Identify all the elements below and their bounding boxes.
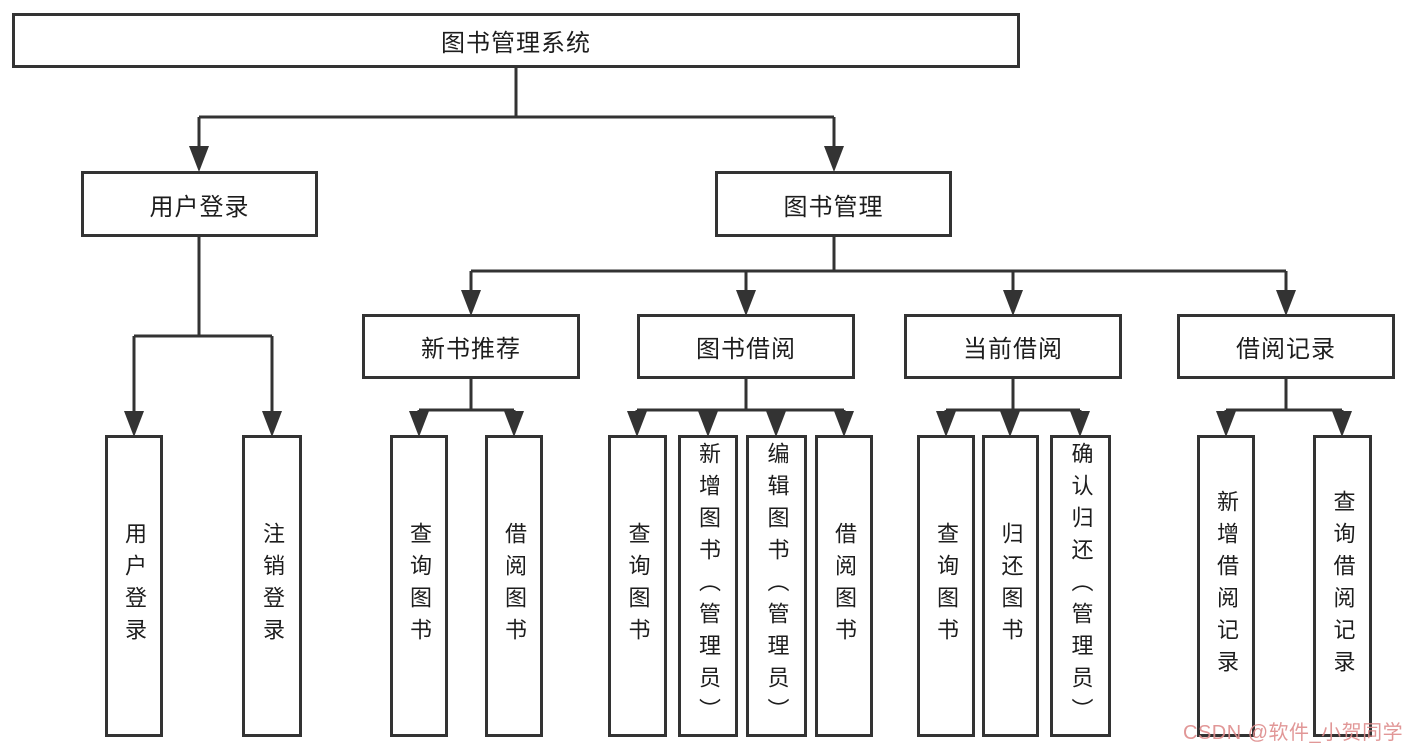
node-label: 查询借阅记录 bbox=[1330, 490, 1356, 682]
arrowhead-down-icon bbox=[262, 411, 282, 437]
node-label: 新书推荐 bbox=[421, 336, 521, 363]
node-library-management-system: 图书管理系统 bbox=[12, 13, 1020, 68]
arrowhead-down-icon bbox=[736, 290, 756, 316]
connector-book-management-children bbox=[469, 237, 1288, 293]
leaf-query-books-borrowing: 查询图书 bbox=[608, 435, 667, 737]
arrowhead-down-icon bbox=[1070, 411, 1090, 437]
node-current-borrowing: 当前借阅 bbox=[904, 314, 1122, 379]
leaf-query-books-current: 查询图书 bbox=[917, 435, 975, 737]
connector-borrowing-records-children bbox=[1224, 379, 1344, 414]
arrowhead-down-icon bbox=[1332, 411, 1352, 437]
arrowhead-down-icon bbox=[409, 411, 429, 437]
leaf-query-books-recommend: 查询图书 bbox=[390, 435, 448, 737]
connector-user-login-children bbox=[132, 237, 274, 414]
arrowhead-down-icon bbox=[824, 146, 844, 172]
connector-book-borrowing-children bbox=[635, 379, 846, 414]
arrowhead-down-icon bbox=[1000, 411, 1020, 437]
arrowhead-down-icon bbox=[766, 411, 786, 437]
arrowhead-down-icon bbox=[627, 411, 647, 437]
node-label: 归还图书 bbox=[998, 522, 1024, 650]
arrowhead-down-icon bbox=[461, 290, 481, 316]
leaf-add-book-admin: 新增图书（管理员） bbox=[678, 435, 738, 737]
node-label: 查询图书 bbox=[625, 522, 651, 650]
node-user-login: 用户登录 bbox=[81, 171, 318, 237]
leaf-return-book: 归还图书 bbox=[982, 435, 1039, 737]
node-label: 借阅图书 bbox=[502, 522, 527, 650]
leaf-borrow-books: 借阅图书 bbox=[815, 435, 873, 737]
node-label: 借阅图书 bbox=[832, 522, 857, 650]
node-book-management: 图书管理 bbox=[715, 171, 952, 237]
node-label: 用户登录 bbox=[149, 193, 250, 221]
leaf-confirm-return-admin: 确认归还（管理员） bbox=[1050, 435, 1111, 737]
arrowhead-down-icon bbox=[504, 411, 524, 437]
arrowhead-down-icon bbox=[1276, 290, 1296, 316]
arrowhead-down-icon bbox=[698, 411, 718, 437]
node-label: 注销登录 bbox=[260, 522, 285, 650]
node-label: 图书管理系统 bbox=[441, 30, 591, 57]
node-label: 新增借阅记录 bbox=[1214, 490, 1239, 682]
node-label: 用户登录 bbox=[122, 522, 147, 650]
node-label: 图书借阅 bbox=[696, 336, 796, 363]
node-book-borrowing: 图书借阅 bbox=[637, 314, 855, 379]
node-label: 新增图书（管理员） bbox=[696, 442, 721, 730]
arrowhead-down-icon bbox=[124, 411, 144, 437]
connector-root-to-level2 bbox=[197, 68, 836, 150]
node-borrowing-records: 借阅记录 bbox=[1177, 314, 1395, 379]
arrowhead-down-icon bbox=[1216, 411, 1236, 437]
node-label: 借阅记录 bbox=[1236, 336, 1336, 363]
arrowhead-down-icon bbox=[1003, 290, 1023, 316]
connector-new-book-recommend-children bbox=[417, 379, 516, 414]
node-label: 确认归还（管理员） bbox=[1068, 442, 1094, 730]
csdn-watermark: CSDN @软件_小贺同学 bbox=[1183, 722, 1404, 744]
leaf-add-borrow-record: 新增借阅记录 bbox=[1197, 435, 1255, 737]
arrowhead-down-icon bbox=[834, 411, 854, 437]
node-label: 查询图书 bbox=[934, 522, 959, 650]
leaf-edit-book-admin: 编辑图书（管理员） bbox=[746, 435, 807, 737]
leaf-borrow-books-recommend: 借阅图书 bbox=[485, 435, 543, 737]
arrowhead-down-icon bbox=[189, 146, 209, 172]
node-label: 编辑图书（管理员） bbox=[764, 442, 790, 730]
connector-current-borrowing-children bbox=[944, 379, 1082, 414]
node-new-book-recommend: 新书推荐 bbox=[362, 314, 580, 379]
arrowhead-down-icon bbox=[936, 411, 956, 437]
leaf-user-login: 用户登录 bbox=[105, 435, 163, 737]
leaf-query-borrow-record: 查询借阅记录 bbox=[1313, 435, 1372, 737]
leaf-logout: 注销登录 bbox=[242, 435, 302, 737]
node-label: 当前借阅 bbox=[963, 336, 1063, 363]
node-label: 查询图书 bbox=[407, 522, 432, 650]
node-label: 图书管理 bbox=[783, 193, 884, 221]
